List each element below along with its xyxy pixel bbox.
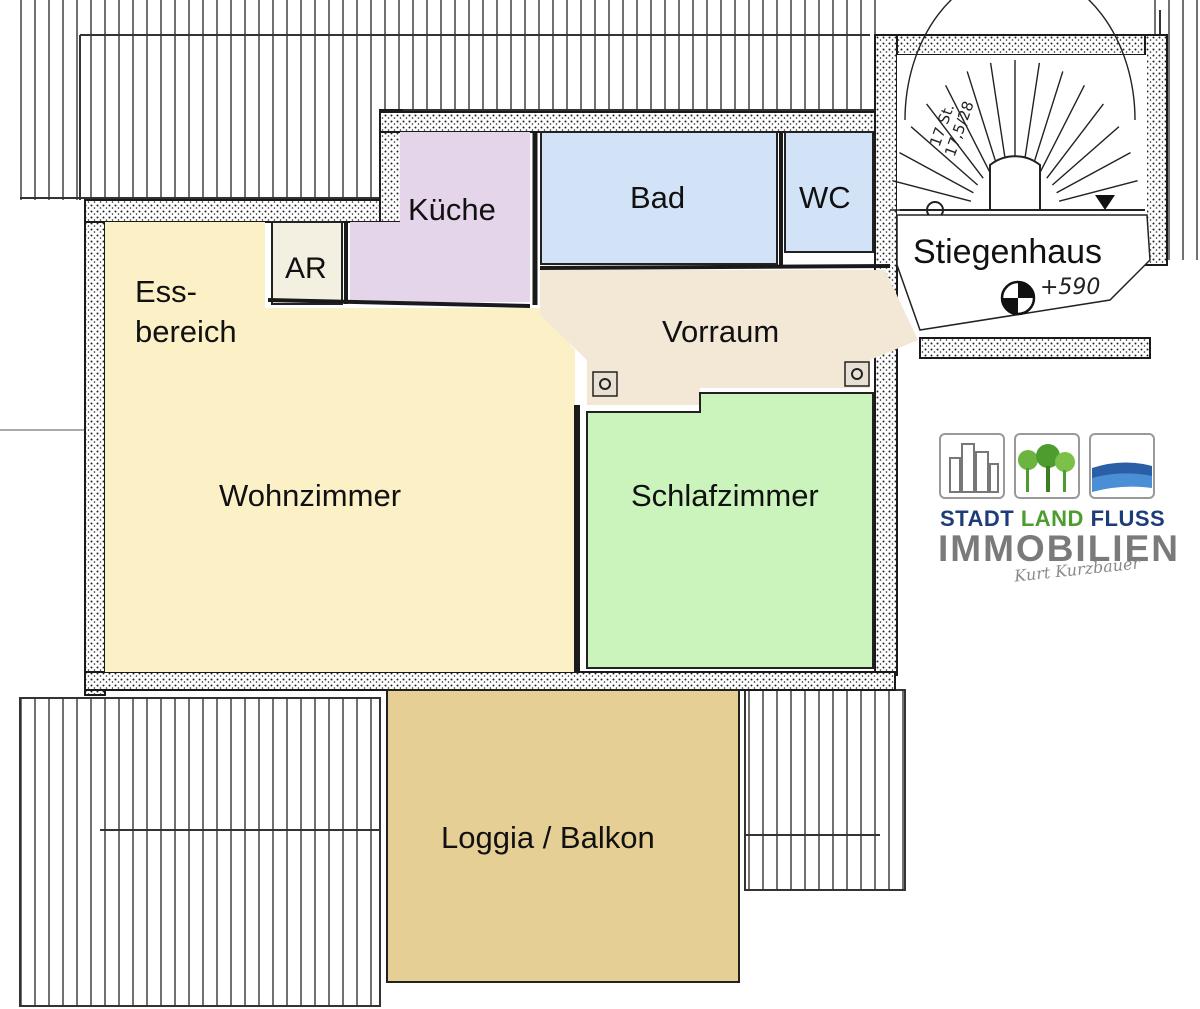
interior-walls [267,132,891,672]
trees-icon [1014,433,1080,499]
logo-line-stadt-land-fluss: STADT LAND FLUSS [940,506,1165,532]
label-kueche: Küche [408,192,496,227]
room-wohnzimmer [105,222,575,672]
label-essbereich-2: bereich [135,314,237,349]
room-wc [784,131,874,253]
river-icon [1089,433,1155,499]
room-ar [271,221,343,305]
logo-icons [939,433,1155,499]
room-labels: Küche Bad WC AR Ess- bereich Vorraum Woh… [135,180,1102,855]
bottom-right-railing-hatch [744,689,906,891]
room-loggia [386,689,740,983]
left-border-lines [0,200,96,690]
room-vorraum [540,270,918,405]
logo-word-immobilien: IMMOBILIEN [938,528,1180,569]
label-loggia: Loggia / Balkon [441,820,655,855]
bottom-left-railing-hatch [19,697,381,1007]
logo-word-stadt: STADT [940,506,1015,531]
logo-word-land: LAND [1020,506,1084,531]
label-wohnzimmer: Wohnzimmer [219,478,401,513]
room-kueche [350,132,530,302]
label-ar: AR [285,252,327,285]
room-schlafzimmer [586,392,874,669]
level-mark-text: +590 [1040,275,1100,300]
staircase [890,0,1151,331]
label-vorraum: Vorraum [662,314,779,349]
label-schlafzimmer: Schlafzimmer [631,478,819,513]
outer-walls [84,34,1168,696]
top-railing-hatch [20,0,1200,260]
label-essbereich-1: Ess- [135,274,197,309]
logo-word-fluss: FLUSS [1090,506,1166,531]
buildings-icon [939,433,1005,499]
label-stiegenhaus: Stiegenhaus [913,233,1102,271]
company-logo: STADT LAND FLUSS IMMOBILIEN Kurt Kurzbau… [930,432,1178,586]
level-marker [1000,280,1036,316]
label-wc: WC [799,180,851,215]
label-bad: Bad [630,180,685,215]
room-bad [540,131,778,265]
